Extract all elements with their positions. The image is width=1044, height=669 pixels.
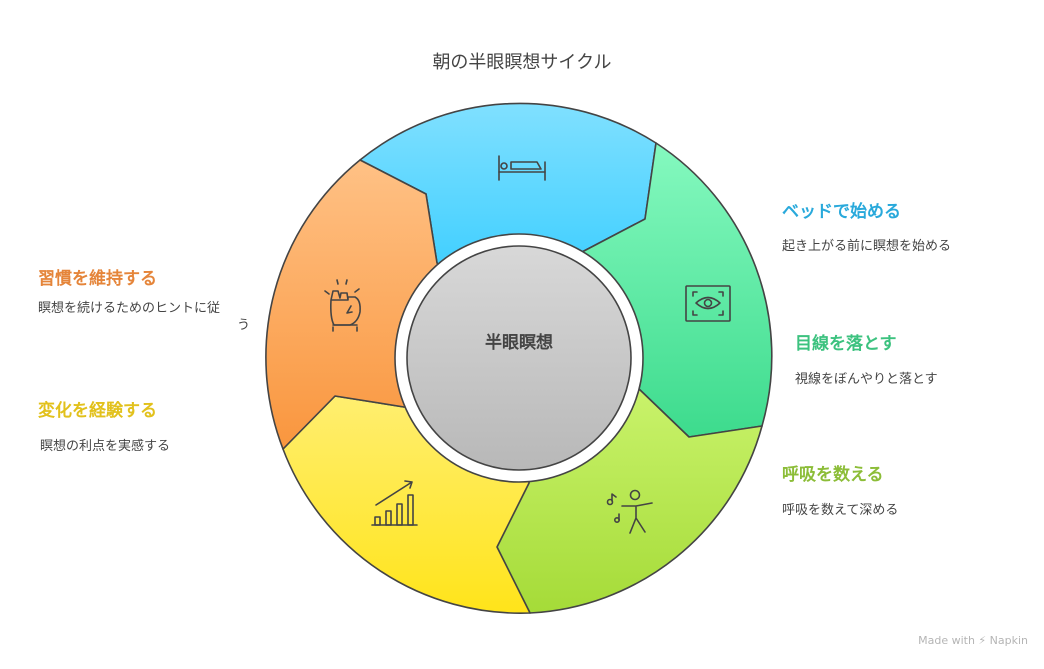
step-title-maintain-habit: 習慣を維持する xyxy=(38,269,157,289)
step-desc-count-breath: 呼吸を数えて深める xyxy=(782,503,899,518)
center-hub[interactable] xyxy=(406,245,632,471)
step-desc-maintain-habit: 瞑想を続けるためのヒントに従 う xyxy=(38,300,250,334)
eye-icon xyxy=(685,285,731,322)
napkin-watermark: Made with ⚡ Napkin xyxy=(918,634,1028,647)
center-label: 半眼瞑想 xyxy=(485,333,553,353)
step-desc-line-1: 瞑想を続けるためのヒントに従 xyxy=(38,301,221,316)
diagram-title: 朝の半眼瞑想サイクル xyxy=(432,52,612,73)
step-title-lower-gaze: 目線を落とす xyxy=(795,334,897,354)
step-title-start-in-bed: ベッドで始める xyxy=(782,202,901,222)
growth-chart-icon xyxy=(371,480,418,526)
step-desc-line-2: う xyxy=(236,318,250,333)
dancing-person-icon xyxy=(606,489,653,534)
step-title-count-breath: 呼吸を数える xyxy=(782,465,884,485)
step-desc-lower-gaze: 視線をぼんやりと落とす xyxy=(795,372,938,387)
bed-icon xyxy=(498,155,546,181)
fist-icon xyxy=(324,279,361,332)
step-desc-experience-change: 瞑想の利点を実感する xyxy=(40,439,171,454)
step-desc-start-in-bed: 起き上がる前に瞑想を始める xyxy=(782,239,952,254)
step-title-experience-change: 変化を経験する xyxy=(38,401,157,421)
